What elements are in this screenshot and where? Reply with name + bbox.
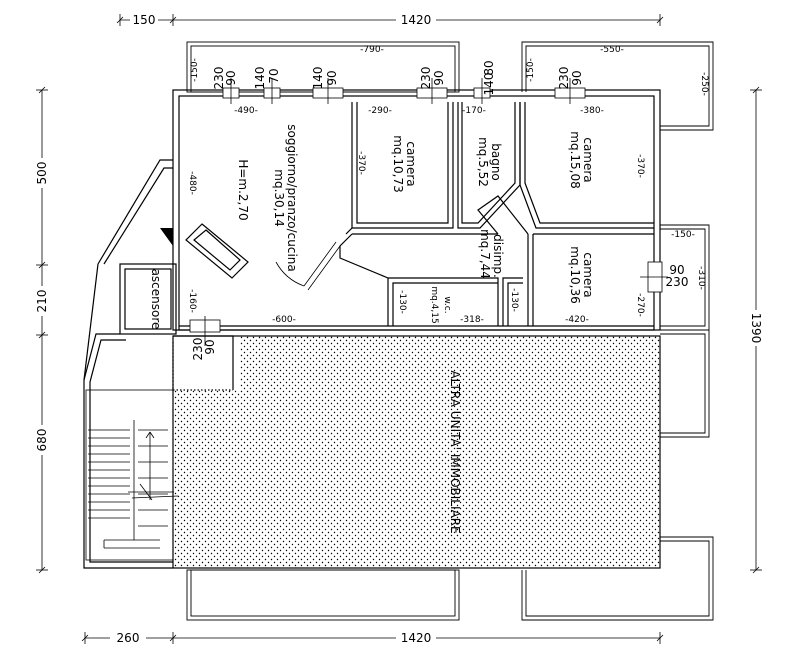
other-unit-label: ALTRA UNITA' IMMOBILIARE: [448, 370, 462, 533]
label-int-130-b: -130-: [509, 288, 519, 312]
label-win-230-c: 230: [557, 67, 571, 90]
balcony-bottom-left: [186, 569, 460, 621]
dim-bottom-main: 1420: [401, 631, 432, 645]
room-living-height: H=m.2,70: [236, 159, 250, 220]
room-bagno-name: bagno: [489, 143, 503, 181]
label-int-160: -160-: [187, 289, 197, 313]
room-bagno-area: mq.5,52: [476, 137, 490, 187]
dim-left-lower: 680: [35, 429, 49, 452]
label-int-420: -420-: [565, 315, 589, 325]
dim-left-upper: 500: [35, 162, 49, 185]
room-camera2-area: mq.15,08: [568, 131, 582, 188]
label-int-130-a: -130-: [397, 290, 407, 314]
label-int-310: -310-: [696, 266, 706, 290]
balcony-right-lower: [660, 329, 714, 570]
elevator: [119, 263, 177, 335]
dim-right-total: 1390: [749, 313, 763, 344]
label-door-90-r: 90: [669, 263, 684, 277]
label-door-230-e: 230: [191, 338, 205, 361]
outer-walls: [172, 89, 661, 331]
room-ascensore: ascensore: [149, 269, 163, 330]
label-win-80: 80: [482, 60, 496, 75]
room-living-area: mq.30,14: [272, 169, 286, 226]
room-camera3-name: camera: [581, 252, 595, 297]
label-win-90-c: 90: [432, 70, 446, 85]
top-dimension-line: [116, 14, 664, 26]
room-disimp-name: disimp.: [491, 234, 505, 278]
other-unit-stair-area: [173, 390, 240, 568]
label-int-370-a: -370-: [356, 151, 366, 175]
label-int-150-r: -150-: [671, 230, 695, 240]
stair-core: [83, 159, 174, 569]
label-balc-790: -790-: [360, 45, 384, 55]
room-camera1-name: camera: [404, 141, 418, 186]
label-win-230-b: 230: [419, 67, 433, 90]
living-door: [275, 241, 341, 291]
room-wc-name: w.c.: [442, 296, 452, 313]
dim-top-left: 150: [133, 13, 156, 27]
shaft-marker: [160, 228, 173, 246]
kitchen-counter: [185, 223, 249, 279]
dim-left-middle: 210: [35, 290, 49, 313]
label-int-600: -600-: [272, 315, 296, 325]
dim-top-main: 1420: [401, 13, 432, 27]
balcony-bottom-right: [521, 570, 714, 621]
label-door-90-e: 90: [203, 339, 217, 354]
top-window-ticks: [230, 78, 571, 104]
label-int-490: -490-: [234, 106, 258, 116]
label-win-140-c: 140: [482, 73, 496, 96]
room-disimp-area: mq.7,44: [478, 229, 492, 279]
label-win-230-a: 230: [212, 67, 226, 90]
label-int-480: -480-: [187, 171, 197, 195]
balcony-top-right: [521, 41, 714, 131]
label-balc-550: -550-: [600, 45, 624, 55]
room-living-name: soggiorno/pranzo/cucina: [285, 124, 299, 272]
label-balc-150-r: -150-: [526, 58, 536, 82]
label-win-90-a: 90: [224, 70, 238, 85]
label-int-170: -170-: [462, 106, 486, 116]
entrance-door: [189, 316, 221, 346]
stair-treads: [88, 420, 179, 549]
label-balc-250: -250-: [699, 72, 709, 96]
label-win-140-a: 140: [253, 67, 267, 90]
label-balc-150-l: -150-: [190, 58, 200, 82]
label-win-140-b: 140: [311, 67, 325, 90]
right-door: [640, 261, 668, 293]
label-int-290: -290-: [368, 106, 392, 116]
label-int-370-b: -370-: [635, 154, 645, 178]
room-camera3-area: mq.10,36: [568, 246, 582, 303]
label-win-90-d: 90: [570, 70, 584, 85]
interior-walls: [179, 102, 654, 327]
room-camera1-area: mq.10,73: [391, 135, 405, 192]
label-door-230-r: 230: [666, 275, 689, 289]
label-int-270: -270-: [635, 293, 645, 317]
dim-bottom-left: 260: [117, 631, 140, 645]
label-int-380: -380-: [580, 106, 604, 116]
label-win-90-b: 90: [325, 70, 339, 85]
room-camera2-name: camera: [581, 137, 595, 182]
other-unit-area: [240, 336, 660, 568]
room-wc-area: mq.4,15: [429, 286, 439, 323]
bottom-dimension-line: [81, 632, 664, 644]
label-int-318: -318-: [460, 315, 484, 325]
label-win-70: 70: [267, 68, 281, 83]
